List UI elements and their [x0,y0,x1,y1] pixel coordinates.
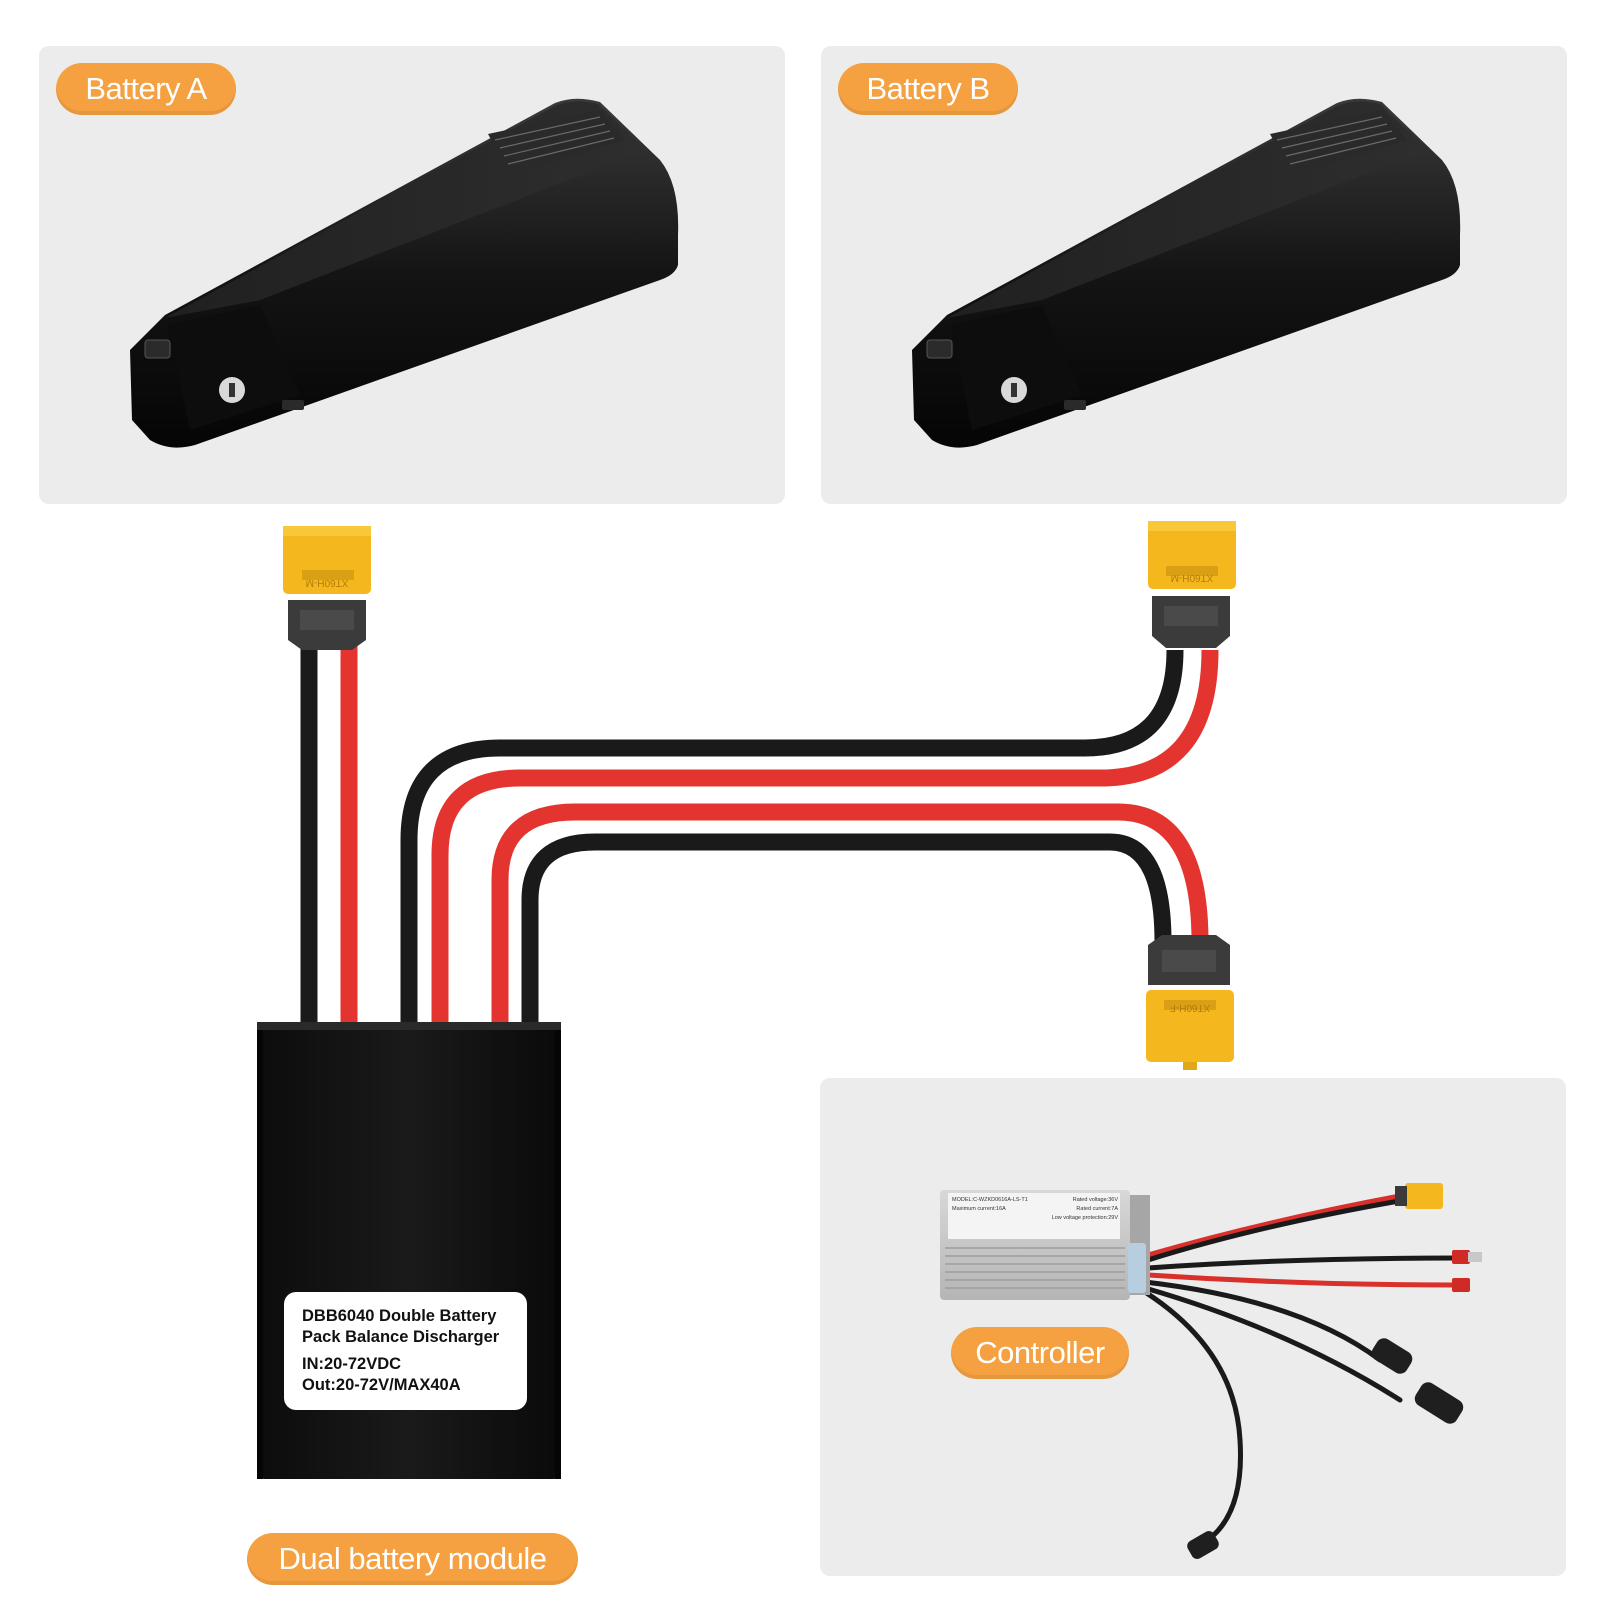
module-label-line3: IN:20-72VDC [302,1354,527,1375]
module-spec-label: DBB6040 Double Battery Pack Balance Disc… [284,1292,527,1410]
wires [309,640,1210,1022]
battery-b-label: Battery B [838,63,1018,115]
controller-label: Controller [951,1327,1129,1379]
module-label-line1: DBB6040 Double Battery [302,1306,527,1327]
dual-battery-module-box [257,1022,561,1479]
xt60-connector-b [1148,521,1236,648]
module-label-line2: Pack Balance Discharger [302,1327,527,1348]
connector-a-text: XT60H-M [300,577,354,588]
battery-a-label: Battery A [56,63,236,115]
connector-output-text: XT60H-F [1163,1002,1217,1013]
connector-b-text: XT60H-M [1165,572,1219,583]
controller-low-voltage-text: Low voltage protection:29V [1052,1215,1118,1221]
dual-battery-module-label: Dual battery module [247,1533,578,1585]
controller-max-current-text: Maximum current:16A [952,1205,1006,1214]
controller-rated-voltage-text: Rated voltage:36V [1073,1196,1118,1205]
battery-b-image [912,99,1460,448]
controller-rated-current-text: Rated current:7A [1076,1205,1118,1214]
controller-spec-label: MODEL:C-WZKD0616A-LS-T1 Rated voltage:36… [952,1196,1118,1223]
battery-a-image [130,99,678,448]
xt60-connector-a [283,526,371,650]
module-label-line4: Out:20-72V/MAX40A [302,1375,527,1396]
controller-model-text: MODEL:C-WZKD0616A-LS-T1 [952,1196,1028,1205]
